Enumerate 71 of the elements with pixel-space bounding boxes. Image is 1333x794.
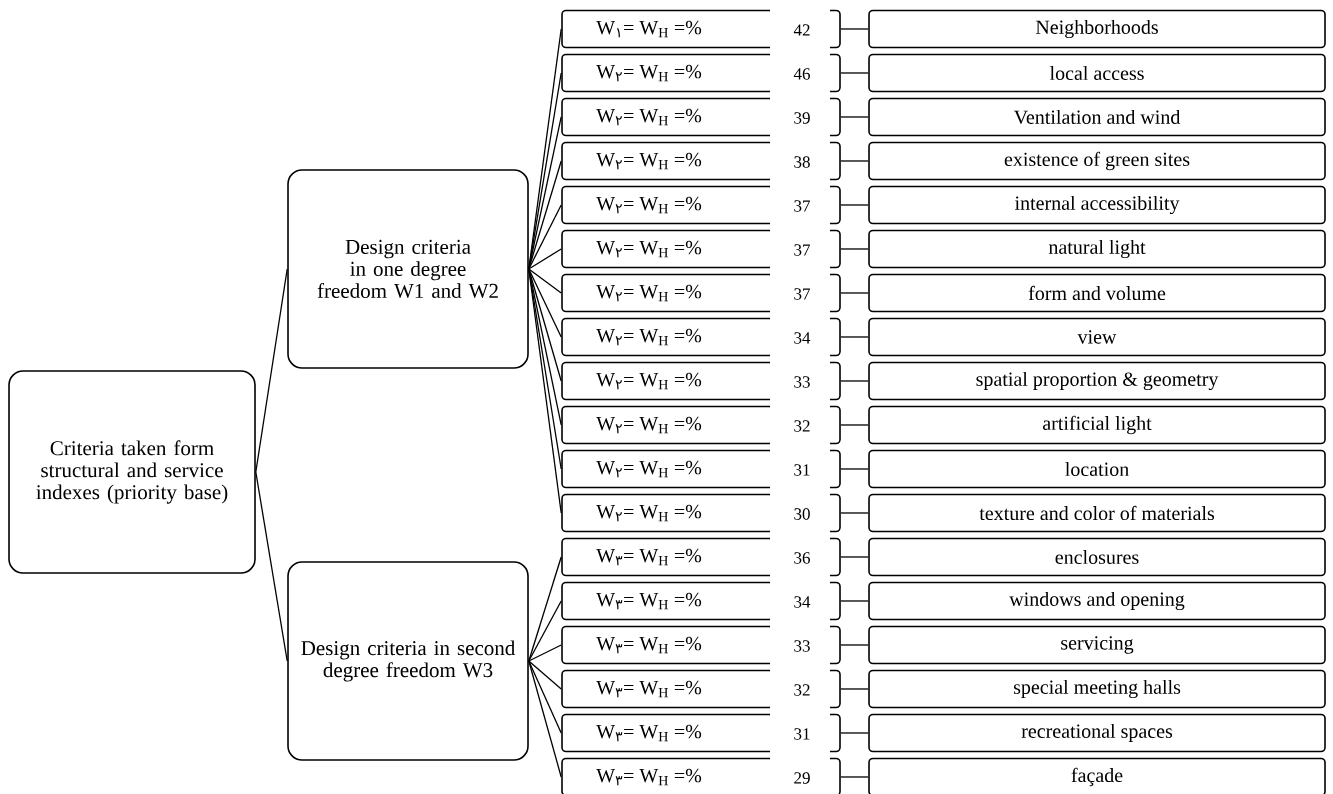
criterion-box: texture and color of materials	[868, 493, 1326, 533]
connector-line	[840, 512, 869, 514]
weight-box: W$_{٣}$= W$_{H}$ =% 31	[561, 712, 841, 754]
connector-line	[840, 776, 869, 778]
weight-box: W$_{١}$= W$_{H}$ =% 42	[561, 8, 841, 50]
connector-line	[528, 600, 562, 662]
connector-line	[840, 380, 869, 382]
connector-line	[528, 116, 562, 270]
weight-box: W$_{٢}$= W$_{H}$ =% 39	[561, 96, 841, 138]
connector-line	[528, 660, 562, 734]
criterion-box: artificial light	[868, 405, 1326, 445]
weight-box: W$_{٣}$= W$_{H}$ =% 29	[561, 756, 841, 794]
weight-box: W$_{٣}$= W$_{H}$ =% 32	[561, 668, 841, 710]
connector-line	[840, 160, 869, 162]
connector-line	[840, 468, 869, 470]
connector-line	[528, 268, 562, 294]
weight-box: W$_{٣}$= W$_{H}$ =% 36	[561, 536, 841, 578]
weight-box: W$_{٢}$= W$_{H}$ =% 31	[561, 448, 841, 490]
connector-line	[528, 644, 562, 662]
connector-line	[840, 732, 869, 734]
weight-box: W$_{٣}$= W$_{H}$ =% 34	[561, 580, 841, 622]
connector-line	[840, 336, 869, 338]
weight-box: W$_{٢}$= W$_{H}$ =% 34	[561, 316, 841, 358]
weight-box: W$_{٢}$= W$_{H}$ =% 46	[561, 52, 841, 94]
criteria-box: Design criteria in second degree freedom W3	[287, 561, 529, 761]
connector-line	[840, 72, 869, 74]
criterion-box: internal accessibility	[868, 185, 1326, 225]
weight-box: W$_{٢}$= W$_{H}$ =% 32	[561, 404, 841, 446]
weight-box: W$_{٢}$= W$_{H}$ =% 37	[561, 272, 841, 314]
connector-line	[528, 28, 562, 270]
criterion-box: façade	[868, 757, 1326, 794]
connector-line	[840, 600, 869, 602]
connector-line	[255, 268, 288, 473]
connector-line	[840, 204, 869, 206]
weight-box: W$_{٣}$= W$_{H}$ =% 33	[561, 624, 841, 666]
criteria-box: Design criteria in one degree freedom W1 and W2	[287, 169, 529, 369]
weight-box: W$_{٢}$= W$_{H}$ =% 37	[561, 228, 841, 270]
criterion-box: spatial proportion & geometry	[868, 361, 1326, 401]
connector-line	[840, 644, 869, 646]
weight-box: W$_{٢}$= W$_{H}$ =% 37	[561, 184, 841, 226]
connector-line	[840, 292, 869, 294]
criterion-box: special meeting halls	[868, 669, 1326, 709]
criterion-box: enclosures	[868, 537, 1326, 577]
criterion-box: servicing	[868, 625, 1326, 665]
weight-box: W$_{٢}$= W$_{H}$ =% 30	[561, 492, 841, 534]
criterion-box: Ventilation and wind	[868, 97, 1326, 137]
criterion-box: location	[868, 449, 1326, 489]
criterion-box: view	[868, 317, 1326, 357]
weight-box: W$_{٢}$= W$_{H}$ =% 38	[561, 140, 841, 182]
criterion-box: windows and opening	[868, 581, 1326, 621]
connector-line	[528, 248, 562, 270]
criterion-box: natural light	[868, 229, 1326, 269]
connector-line	[528, 204, 562, 270]
connector-line	[840, 28, 869, 30]
criterion-box: existence of green sites	[868, 141, 1326, 181]
connector-line	[840, 688, 869, 690]
criterion-box: Neighborhoods	[868, 9, 1326, 49]
connector-line	[255, 471, 288, 662]
weight-box: W$_{٢}$= W$_{H}$ =% 33	[561, 360, 841, 402]
connector-line	[840, 248, 869, 250]
connector-line	[528, 660, 562, 778]
connector-line	[840, 424, 869, 426]
criterion-box: local access	[868, 53, 1326, 93]
connector-line	[528, 268, 562, 514]
connector-line	[840, 116, 869, 118]
criterion-box: recreational spaces	[868, 713, 1326, 753]
connector-line	[528, 268, 562, 338]
criterion-box: form and volume	[868, 273, 1326, 313]
connector-line	[528, 660, 562, 690]
criteria-box: Criteria taken form structural and service indexes (priority base)	[8, 370, 256, 574]
connector-line	[840, 556, 869, 558]
